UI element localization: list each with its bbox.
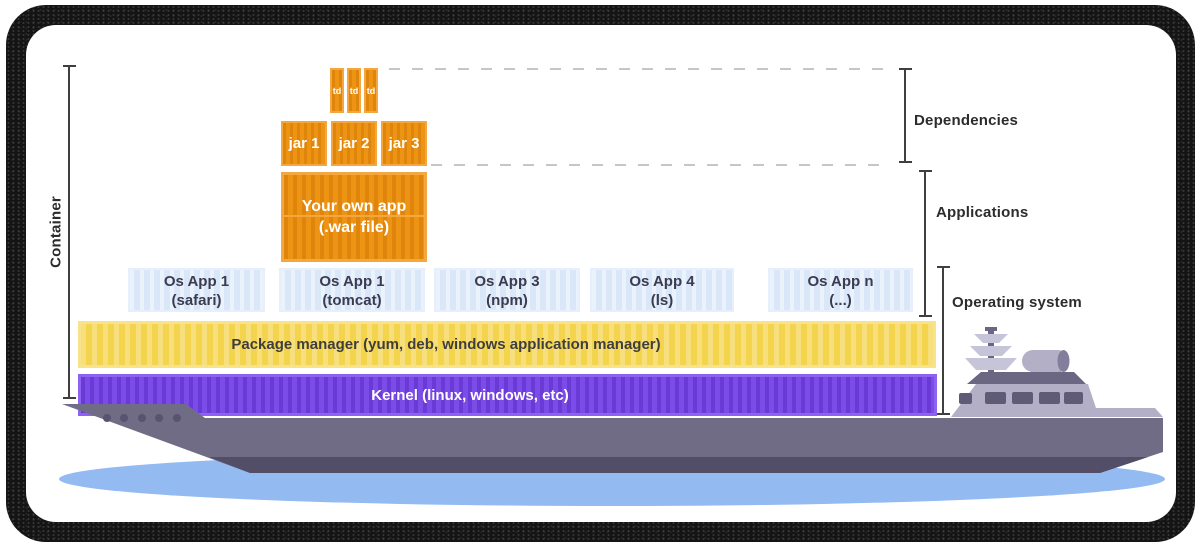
jar-box-2: jar 2 <box>331 121 377 166</box>
container-label: Container <box>47 196 65 268</box>
os-app-detail: (ls) <box>650 292 674 309</box>
os-app-detail: (npm) <box>486 292 528 309</box>
container-bracket <box>62 65 76 399</box>
dependency-box-td-1: td <box>330 68 344 113</box>
os-app-box-ls: Os App 4 (ls) <box>590 268 734 312</box>
operating-system-label: Operating system <box>952 294 1082 311</box>
td-box-label: td <box>332 85 342 96</box>
dashed-separator-applications <box>431 164 886 166</box>
os-app-name: Os App 3 <box>474 273 540 290</box>
dependencies-label: Dependencies <box>914 112 1019 129</box>
os-app-detail: (safari) <box>171 292 222 309</box>
jar-box-label: jar 2 <box>338 135 370 152</box>
dependency-box-td-2: td <box>347 68 361 113</box>
own-app-line2: (.war file) <box>318 219 390 236</box>
os-app-name: Os App 1 <box>163 273 230 290</box>
kernel-label: Kernel (linux, windows, etc) <box>371 386 569 404</box>
jar-box-1: jar 1 <box>281 121 327 166</box>
td-box-label: td <box>349 85 359 96</box>
os-app-name: Os App 4 <box>629 273 695 290</box>
jar-box-label: jar 3 <box>388 135 420 152</box>
os-app-detail: (...) <box>829 292 852 309</box>
os-app-detail: (tomcat) <box>322 292 382 309</box>
os-app-box-tomcat: Os App 1 (tomcat) <box>279 268 425 312</box>
os-app-box-safari: Os App 1 (safari) <box>128 268 265 312</box>
os-app-name: Os App n <box>807 273 874 290</box>
operating-system-bracket <box>936 266 950 415</box>
os-app-box-npm: Os App 3 (npm) <box>434 268 580 312</box>
own-app-line1: Your own app <box>301 198 407 215</box>
own-app-box: Your own app (.war file) <box>281 172 427 262</box>
package-manager-label-wrap: Package manager (yum, deb, windows appli… <box>78 321 814 368</box>
package-manager-label: Package manager (yum, deb, windows appli… <box>231 336 661 353</box>
kernel-label-wrap: Kernel (linux, windows, etc) <box>78 374 862 416</box>
applications-label: Applications <box>936 204 1029 221</box>
dependency-box-td-3: td <box>364 68 378 113</box>
os-app-box-n: Os App n (...) <box>768 268 913 312</box>
jar-box-label: jar 1 <box>288 135 320 152</box>
dependencies-bracket <box>898 68 912 163</box>
dashed-separator-dependencies <box>389 68 886 70</box>
package-manager-bar <box>78 321 936 368</box>
os-app-name: Os App 1 <box>319 273 385 290</box>
applications-bracket <box>918 170 932 317</box>
jar-box-3: jar 3 <box>381 121 427 166</box>
td-box-label: td <box>366 85 376 96</box>
